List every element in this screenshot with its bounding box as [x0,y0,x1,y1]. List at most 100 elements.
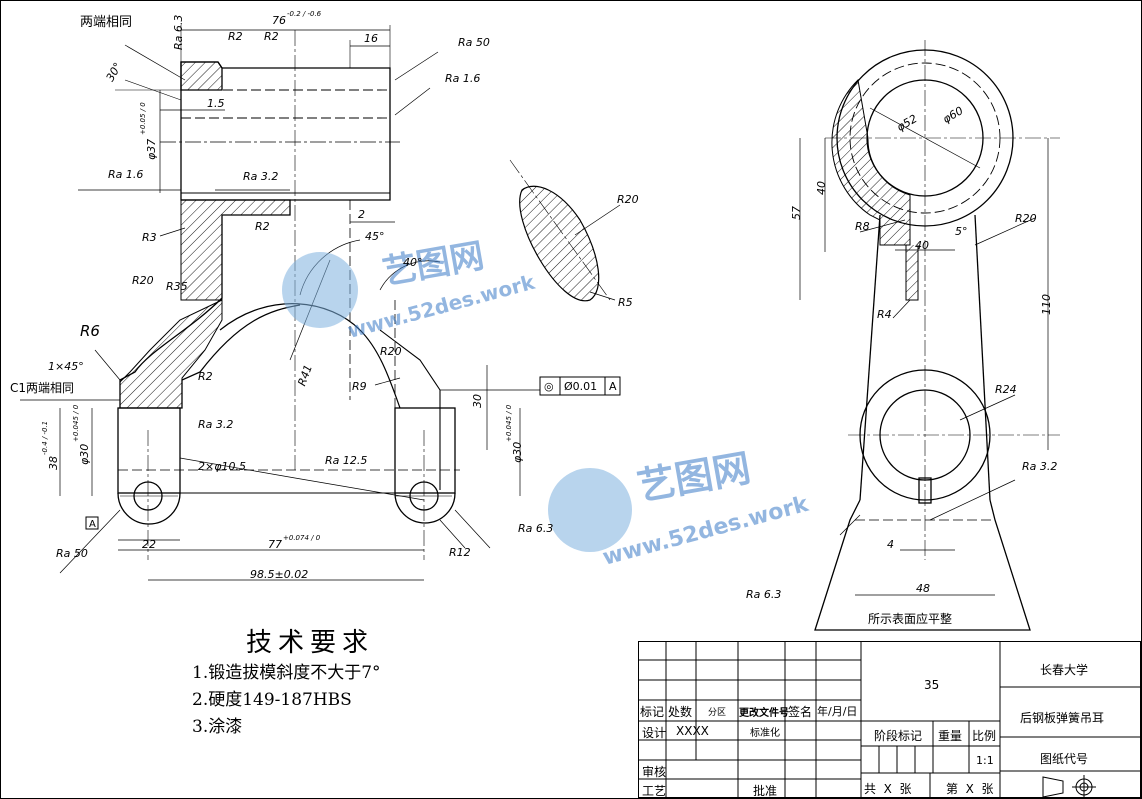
dim-r12: R12 [449,546,471,559]
dim-r6: R6 [80,322,100,340]
geo-tol-value: Ø0.01 [564,380,597,393]
title-block-grid [638,641,1141,798]
title-block: 标记 处数 分区 更改文件号 签名 年/月/日 设计 XXXX 标准化 审核 工… [638,641,1141,798]
tb-col-change-doc: 更改文件号 [739,708,789,719]
dim-r4: R4 [877,308,892,321]
dim-2: 2 [358,208,365,221]
annotations: 两端相同 C1两端相同 Ra 6.3 Ra 50 Ra 1.6 Ra 1.6 R… [10,10,1057,626]
geo-tol-datum: A [609,380,617,393]
datum-a-box: A [85,516,99,530]
dim-40-h: 40 [915,239,929,252]
tb-designer-label: 设计 [642,726,667,740]
datum-a-label: A [89,519,96,530]
tb-approve-label: 批准 [753,784,778,798]
ra-label-11: Ra 6.3 [746,588,781,601]
tb-weight-label: 重量 [938,729,963,743]
dim-r41: R41 [295,363,315,388]
dim-r2-c: R2 [255,220,270,233]
dim-77-tol: +0.074 / 0 [283,534,321,542]
tb-designer-value: XXXX [676,724,709,738]
dim-22: 22 [142,538,156,551]
dim-77: 77 [268,538,282,551]
watermark-brand-1: 艺图网 [380,236,487,293]
requirement-item-1: 1.锻造拔模斜度不大于7° [192,663,381,683]
dim-dia-30-left: φ30 [78,444,91,465]
dim-dia-37-tol: +0.05 / 0 [139,102,147,135]
watermark-brand-2: 艺图网 [634,446,754,509]
dim-40-v: 40 [815,181,828,195]
note-both-ends-same: 两端相同 [80,15,132,30]
dim-r5: R5 [618,296,633,309]
removed-section [509,159,621,302]
dim-76-tol: -0.2 / -0.6 [287,10,322,18]
tb-process-label: 工艺 [642,784,667,798]
requirements-title: 技术要求 [246,628,375,658]
dim-r35: R35 [166,280,188,293]
ra-label-2: Ra 50 [458,36,490,49]
ra-label-9: Ra 50 [56,547,88,560]
dim-r20-c: R20 [617,193,639,206]
tb-col-sign: 签名 [788,705,813,719]
watermark-2: 艺图网 www.52des.work [548,446,812,571]
dim-r20-b: R20 [380,345,402,358]
tb-standardize-label: 标准化 [750,728,780,739]
dim-angle-40: 40° [403,256,423,269]
dim-r2-a: R2 [228,30,243,43]
projection-symbol-icon [1042,775,1096,798]
ra-label-7: Ra 12.5 [325,454,367,467]
requirement-item-3: 3.涂漆 [192,717,243,737]
ra-label-8: Ra 6.3 [518,522,553,535]
tb-review-label: 审核 [642,765,667,779]
note-c1-both-ends-same: C1两端相同 [10,381,74,395]
watermark-url-2: www.52des.work [600,492,812,571]
front-view [20,25,540,581]
dim-r8: R8 [855,220,870,233]
dim-98-5: 98.5±0.02 [250,568,308,581]
ra-label-1: Ra 6.3 [172,15,185,50]
tb-col-date: 年/月/日 [817,705,858,718]
dim-4: 4 [887,538,894,551]
dim-r2-b: R2 [264,30,279,43]
geo-tol-symbol: ◎ [544,380,554,393]
dim-38-tol: -0.4 / -0.1 [41,421,49,455]
tb-drawing-no-label: 图纸代号 [1040,752,1089,766]
dim-dia-30-right: φ30 [511,442,524,463]
dim-r9: R9 [352,380,367,393]
dim-48: 48 [916,582,930,595]
tb-scale-label: 比例 [972,729,997,743]
geometric-tolerance-frame: ◎ Ø0.01 A [539,376,621,396]
side-view [799,40,1060,631]
dim-110: 110 [1040,294,1053,315]
dim-r24: R24 [995,383,1017,396]
dim-dia-30-right-tol: +0.045 / 0 [505,404,513,442]
tb-total-sheets: 共 X 张 [864,782,912,796]
dim-57: 57 [790,206,803,220]
tb-material: 35 [924,678,940,692]
dim-r3: R3 [142,231,157,244]
ra-label-5: Ra 3.2 [243,170,278,183]
dim-dia-37: φ37 [145,139,158,160]
dim-angle-5: 5° [955,225,968,238]
surface-note: 所示表面应平整 [868,611,952,626]
tb-col-count: 处数 [668,705,693,719]
dim-dia-52: φ52 [895,112,920,134]
tb-sheet-no: 第 X 张 [946,782,994,796]
requirement-item-2: 2.硬度149-187HBS [192,690,352,710]
dim-r2-d: R2 [198,370,213,383]
tb-scale-value: 1:1 [976,754,994,767]
dim-holes: 2×φ10.5 [198,460,246,473]
dim-30: 30 [471,394,484,408]
dim-angle-30: 30° [104,60,125,83]
dim-r20-side: R20 [1015,212,1037,225]
ra-label-6: Ra 3.2 [198,418,233,431]
tb-part-name: 后钢板弹簧吊耳 [1020,711,1105,725]
watermark-1: 艺图网 www.52des.work [282,236,538,343]
tb-company: 长春大学 [1040,663,1089,677]
dim-38: 38 [47,456,60,470]
dim-angle-45: 45° [365,230,385,243]
dim-1-5: 1.5 [207,97,225,110]
ra-label-10: Ra 3.2 [1022,460,1057,473]
dim-r20-a: R20 [132,274,154,287]
ra-label-4: Ra 1.6 [108,168,143,181]
